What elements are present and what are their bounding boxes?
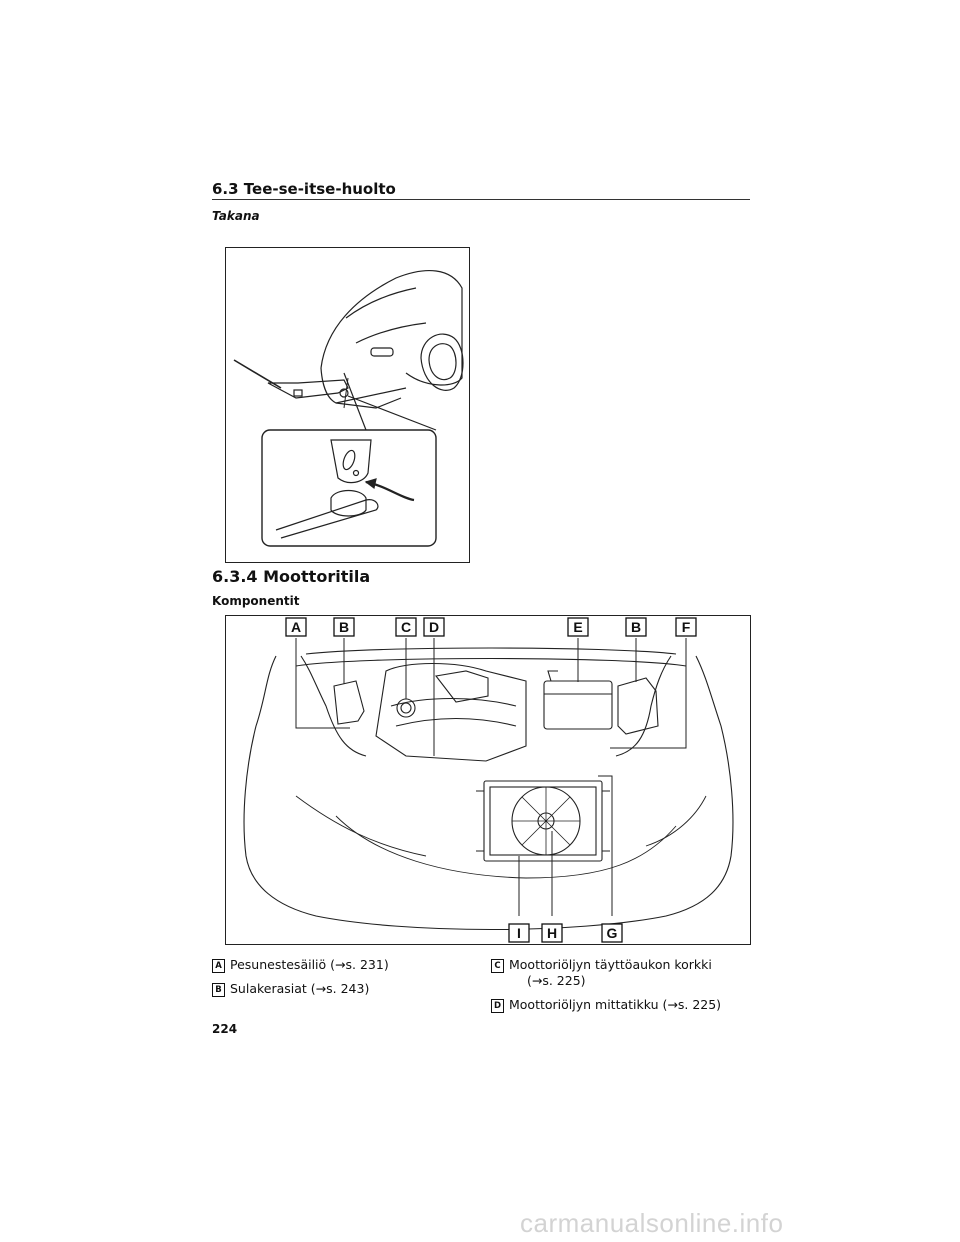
legend-text: Moottoriöljyn täyttöaukon korkki: [509, 957, 712, 972]
components-heading: Komponentit: [212, 594, 300, 608]
subsection-rear: Takana: [212, 209, 260, 223]
callout-A: A: [291, 619, 301, 635]
legend-item-C: C Moottoriöljyn täyttöaukon korkki: [491, 957, 712, 973]
callout-I: I: [517, 925, 521, 941]
legend-text: Sulakerasiat (→s. 243): [230, 981, 370, 996]
callout-F: F: [682, 619, 691, 635]
section-header: 6.3 Tee-se-itse-huolto: [212, 180, 396, 198]
engine-compartment-illustration: A B C D E B F I H G: [225, 615, 751, 945]
section-title: 6.3.4 Moottoritila: [212, 567, 371, 586]
legend-text: Moottoriöljyn mittatikku (→s. 225): [509, 997, 722, 1012]
callout-labels-bottom: I H G: [508, 923, 623, 943]
callout-D: D: [429, 619, 439, 635]
callout-B: B: [339, 619, 349, 635]
legend-badge: B: [212, 983, 225, 997]
legend-badge: A: [212, 959, 225, 973]
legend-item-D: D Moottoriöljyn mittatikku (→s. 225): [491, 997, 721, 1013]
callout-labels-top: A B C D E B F: [285, 617, 697, 637]
legend-item-A: A Pesunestesäiliö (→s. 231): [212, 957, 389, 973]
watermark: carmanualsonline.info: [520, 1208, 784, 1238]
legend-text: Pesunestesäiliö (→s. 231): [230, 957, 389, 972]
legend-badge: D: [491, 999, 504, 1013]
callout-E: E: [573, 619, 582, 635]
rear-jack-illustration: [225, 247, 470, 563]
callout-B2: B: [631, 619, 641, 635]
legend-badge: C: [491, 959, 504, 973]
callout-G: G: [607, 925, 618, 941]
legend-item-B: B Sulakerasiat (→s. 243): [212, 981, 369, 997]
header-rule: [212, 199, 750, 200]
callout-H: H: [547, 925, 557, 941]
callout-C: C: [401, 619, 411, 635]
page-number: 224: [212, 1022, 238, 1036]
legend-item-C-continued: (→s. 225): [527, 973, 586, 988]
